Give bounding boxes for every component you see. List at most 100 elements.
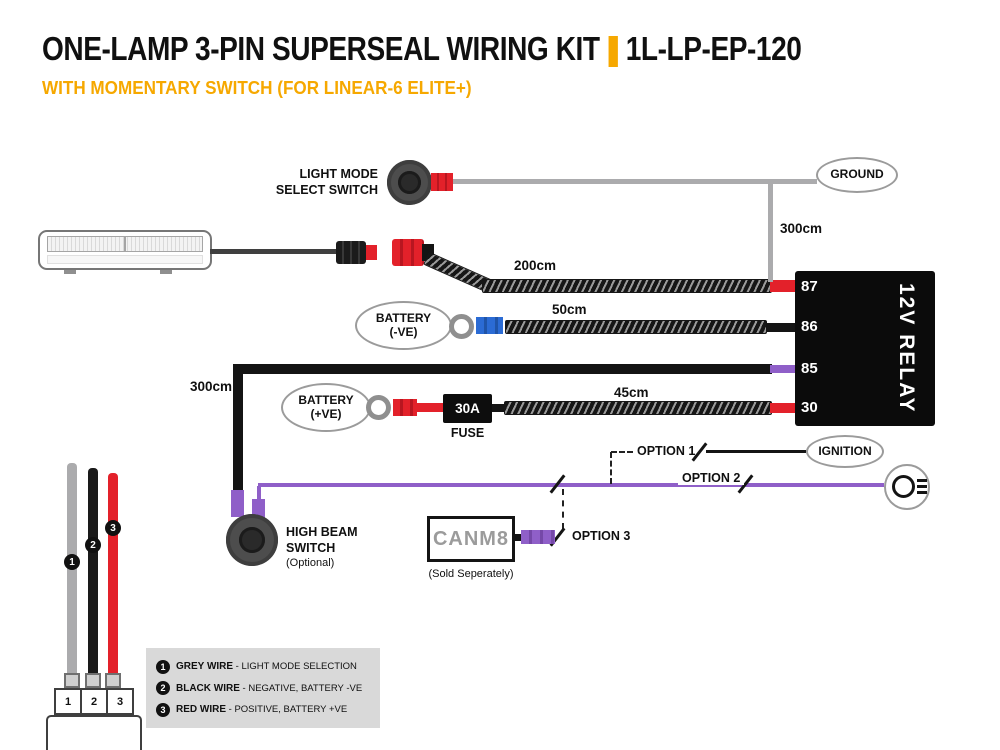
relay-pin-86: 86 — [801, 318, 818, 335]
relay-30-connector — [770, 403, 795, 413]
ground-wire-horizontal — [453, 179, 817, 184]
relay-86-connector — [766, 323, 796, 332]
legend-badge-2: 2 — [156, 681, 170, 695]
relay-label-wrap: 12V RELAY — [884, 271, 928, 426]
neg-connector-blue — [476, 317, 503, 334]
connector-pin-1-num: 1 — [64, 695, 72, 708]
light-mode-switch-label: LIGHT MODE SELECT SWITCH — [270, 167, 378, 198]
lamp-connector-black — [336, 241, 366, 264]
legend-desc-1: - LIGHT MODE SELECTION — [233, 661, 357, 672]
title-code: 1L-LP-EP-120 — [625, 30, 802, 67]
pos-connector-red — [393, 399, 417, 416]
switch-connector-red — [431, 173, 453, 191]
legend-name-3: RED WIRE — [176, 704, 226, 715]
legend-row-2: 2 BLACK WIRE - NEGATIVE, BATTERY -VE — [156, 681, 370, 695]
light-mode-switch-label-line2: SELECT SWITCH — [275, 182, 378, 197]
relay-pin-85: 85 — [801, 360, 818, 377]
fuse-box: 30A — [443, 394, 492, 423]
ignition-oval: IGNITION — [806, 435, 884, 468]
legend-badge-3-num: 3 — [160, 704, 166, 715]
legend-badge-2-num: 2 — [160, 683, 166, 693]
battery-pos-line1: BATTERY — [298, 392, 354, 407]
fuse-label: FUSE — [450, 426, 485, 440]
connector-base — [46, 715, 142, 750]
legend: 1 GREY WIRE - LIGHT MODE SELECTION 2 BLA… — [146, 648, 380, 728]
canm8-wire — [512, 534, 522, 541]
light-bar-body — [47, 255, 203, 264]
connector-pin-1: 1 — [56, 690, 82, 713]
option2-wire-vertical — [257, 486, 261, 501]
battery-neg-oval: BATTERY (-VE) — [355, 301, 452, 350]
lamp-connector-red-tip — [366, 245, 377, 260]
legend-name-1: GREY WIRE — [176, 661, 234, 672]
canm8-note: (Sold Seperately) — [428, 568, 514, 580]
legend-text-3: RED WIRE - POSITIVE, BATTERY +VE — [176, 704, 347, 715]
connector-pin-3: 3 — [108, 690, 132, 713]
high-beam-note: (Optional) — [286, 557, 335, 569]
high-beam-symbol-ray2 — [917, 485, 927, 488]
lamp-wire — [210, 249, 338, 254]
relay-label: 12V RELAY — [895, 283, 918, 414]
legend-badge-1-num: 1 — [160, 661, 166, 672]
superseal-connector — [392, 239, 424, 266]
light-bar-lens-divider — [124, 236, 126, 252]
option3-label: OPTION 3 — [572, 529, 631, 543]
legend-name-2: BLACK WIRE — [176, 682, 240, 694]
battery-pos-oval: BATTERY (+VE) — [281, 383, 371, 432]
highbeam-connector-a — [231, 490, 244, 517]
crimp-terminal-2 — [85, 673, 101, 688]
legend-text-1: GREY WIRE - LIGHT MODE SELECTION — [176, 661, 357, 672]
high-beam-symbol-ray1 — [917, 479, 927, 482]
legend-row-3: 3 RED WIRE - POSITIVE, BATTERY +VE — [156, 702, 370, 717]
connector-pin-2: 2 — [82, 690, 108, 713]
legend-desc-3: - POSITIVE, BATTERY +VE — [226, 704, 348, 715]
canm8-label: CANM8 — [432, 527, 510, 550]
relay-87-connector — [770, 280, 795, 292]
canm8-connector — [521, 530, 555, 544]
relay-pin-87: 87 — [801, 278, 818, 295]
page-subtitle: WITH MOMENTARY SWITCH (FOR LINEAR-6 ELIT… — [42, 78, 472, 98]
connector-housing: 1 2 3 — [54, 688, 134, 715]
legend-text-2: BLACK WIRE - NEGATIVE, BATTERY -VE — [176, 683, 362, 694]
battery-pos-line2: (+VE) — [310, 406, 342, 421]
page-title: ONE-LAMP 3-PIN SUPERSEAL WIRING KIT|1L-L… — [42, 30, 802, 68]
high-beam-symbol-ray3 — [917, 491, 927, 494]
light-mode-switch-label-line1: LIGHT MODE — [299, 167, 378, 181]
ring-terminal-icon-pos — [366, 395, 391, 420]
relay-pin-30: 30 — [801, 399, 818, 416]
highbeam-wire-vertical — [233, 364, 243, 492]
option3-branch — [562, 489, 564, 529]
high-beam-label: HIGH BEAM SWITCH — [286, 525, 358, 556]
ground-wire-vertical — [768, 179, 773, 282]
option1-branch-horizontal — [611, 451, 633, 453]
title-divider: | — [603, 30, 623, 67]
option2-label: OPTION 2 — [678, 471, 745, 485]
high-beam-switch-button — [239, 527, 265, 553]
wire-badge-2-num: 2 — [90, 539, 96, 551]
legend-desc-2: - NEGATIVE, BATTERY -VE — [239, 682, 363, 694]
high-beam-label-line1: HIGH BEAM — [286, 525, 358, 539]
fuse-rating: 30A — [455, 401, 480, 416]
pos-cable — [504, 401, 772, 415]
highbeam-wire-length: 300cm — [190, 379, 233, 394]
neg-cable-length: 50cm — [552, 302, 587, 317]
legend-row-1: 1 GREY WIRE - LIGHT MODE SELECTION — [156, 659, 370, 674]
relay — [795, 271, 935, 426]
black-wire — [88, 468, 98, 675]
ignition-wire — [706, 450, 806, 453]
legend-badge-3: 3 — [156, 702, 170, 717]
wire-badge-3: 3 — [105, 520, 121, 536]
wire-badge-1-num: 1 — [69, 556, 75, 568]
crimp-terminal-1 — [64, 673, 80, 688]
title-main: ONE-LAMP 3-PIN SUPERSEAL WIRING KIT — [42, 30, 600, 67]
high-beam-symbol-lamp — [892, 475, 915, 498]
ground-label: GROUND — [830, 167, 884, 182]
highbeam-wire-horizontal — [238, 364, 772, 374]
option1-label: OPTION 1 — [637, 444, 696, 458]
high-beam-label-line2: SWITCH — [286, 540, 336, 555]
option1-branch — [610, 452, 612, 484]
legend-badge-1: 1 — [156, 659, 170, 674]
wire-badge-1: 1 — [64, 554, 80, 570]
ignition-label: IGNITION — [818, 443, 872, 458]
